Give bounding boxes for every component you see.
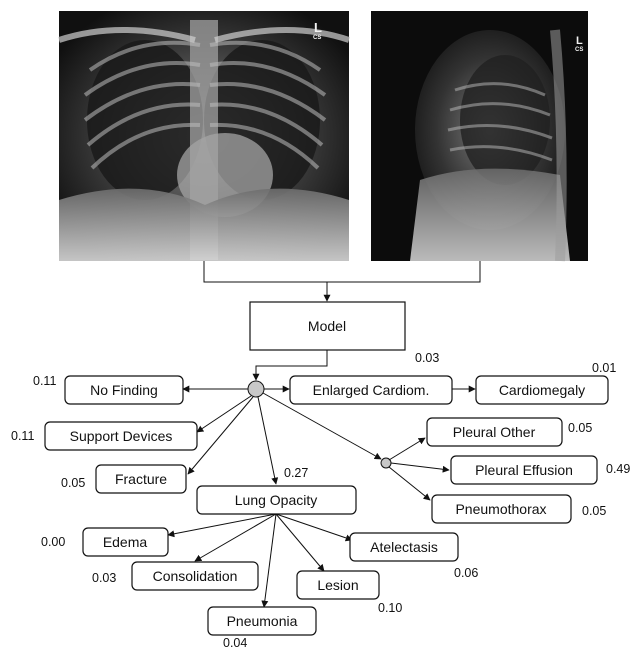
support-devices-label: Support Devices: [70, 428, 173, 444]
fracture-score: 0.05: [61, 476, 85, 490]
model-label: Model: [308, 318, 346, 334]
frontal-marker: L: [314, 20, 322, 35]
node-consolidation: Consolidation 0.03: [92, 562, 258, 590]
pleural-other-label: Pleural Other: [453, 424, 536, 440]
enlarged-cardiom-label: Enlarged Cardiom.: [313, 382, 430, 398]
node-no-finding: No Finding 0.11: [33, 374, 183, 404]
fracture-label: Fracture: [115, 471, 167, 487]
pleural-effusion-score: 0.49: [606, 462, 630, 476]
pneumothorax-label: Pneumothorax: [455, 501, 546, 517]
support-devices-score: 0.11: [11, 429, 34, 443]
frontal-xray-image: L CS: [59, 11, 349, 261]
consolidation-score: 0.03: [92, 571, 116, 585]
lesion-score: 0.10: [378, 601, 402, 615]
pneumothorax-score: 0.05: [582, 504, 606, 518]
lung-opacity-label: Lung Opacity: [235, 492, 318, 508]
cardiomegaly-score: 0.01: [592, 361, 616, 375]
lesion-label: Lesion: [317, 577, 358, 593]
frontal-marker-sub: CS: [313, 35, 321, 41]
pleural-effusion-label: Pleural Effusion: [475, 462, 573, 478]
root-junction: [248, 381, 264, 397]
node-edema: Edema 0.00: [41, 528, 168, 556]
edema-score: 0.00: [41, 535, 65, 549]
cardiomegaly-label: Cardiomegaly: [499, 382, 585, 398]
node-pleural-other: Pleural Other 0.05: [427, 418, 592, 446]
lateral-xray-image: L CS: [371, 11, 588, 261]
model-node: Model: [250, 302, 405, 350]
node-pneumonia: Pneumonia 0.04: [208, 607, 316, 649]
images-to-model-connector: [204, 261, 480, 301]
lung-opacity-score: 0.27: [284, 466, 308, 480]
node-support-devices: Support Devices 0.11: [11, 422, 197, 450]
pneumonia-score: 0.04: [223, 636, 247, 649]
pneumonia-label: Pneumonia: [227, 613, 298, 629]
node-fracture: Fracture 0.05: [61, 465, 186, 493]
node-cardiomegaly: Cardiomegaly 0.01: [476, 361, 616, 404]
node-pneumothorax: Pneumothorax 0.05: [432, 495, 606, 523]
atelectasis-label: Atelectasis: [370, 539, 438, 555]
node-enlarged-cardiom: Enlarged Cardiom. 0.03: [290, 351, 452, 404]
node-lung-opacity: Lung Opacity 0.27: [197, 466, 356, 514]
no-finding-score: 0.11: [33, 374, 56, 388]
lateral-marker: L: [576, 35, 583, 47]
node-pleural-effusion: Pleural Effusion 0.49: [451, 456, 630, 484]
lateral-marker-sub: CS: [575, 47, 583, 53]
atelectasis-score: 0.06: [454, 566, 478, 580]
edema-label: Edema: [103, 534, 148, 550]
consolidation-label: Consolidation: [153, 568, 238, 584]
enlarged-cardiom-score: 0.03: [415, 351, 439, 365]
pleural-other-score: 0.05: [568, 421, 592, 435]
no-finding-label: No Finding: [90, 382, 158, 398]
